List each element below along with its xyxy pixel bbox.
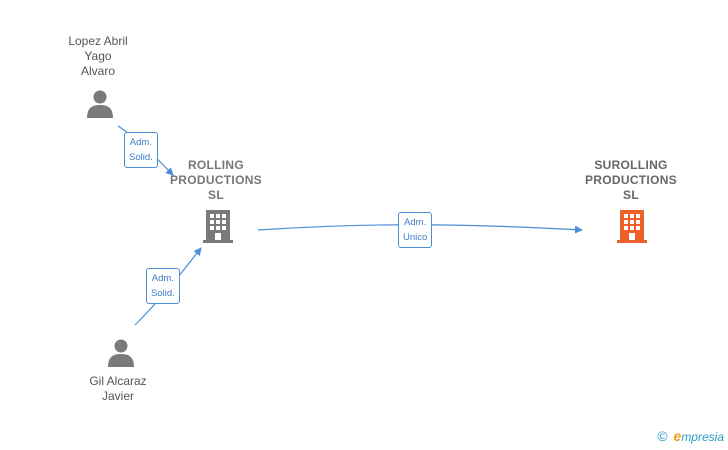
brand-name: mpresia [681,430,724,444]
copyright-symbol: © [657,428,668,444]
edge-label-adm-solid: Adm. Solid. [146,268,180,304]
edge-label-adm-solid: Adm. Solid. [124,132,158,168]
person1-name: Lopez Abril Yago Alvaro [68,34,128,78]
company1-name: ROLLING PRODUCTIONS SL [170,158,262,202]
brand-logo: © empresia [657,428,724,444]
person-icon[interactable] [106,338,136,368]
person2-name: Gil Alcaraz Javier [89,374,147,403]
building-icon[interactable] [202,209,234,243]
edge-label-adm-unico: Adm. Unico [398,212,433,248]
brand-initial: e [673,428,682,444]
company2-name: SUROLLING PRODUCTIONS SL [585,158,677,202]
building-icon[interactable] [616,209,648,243]
person-icon[interactable] [85,89,115,119]
